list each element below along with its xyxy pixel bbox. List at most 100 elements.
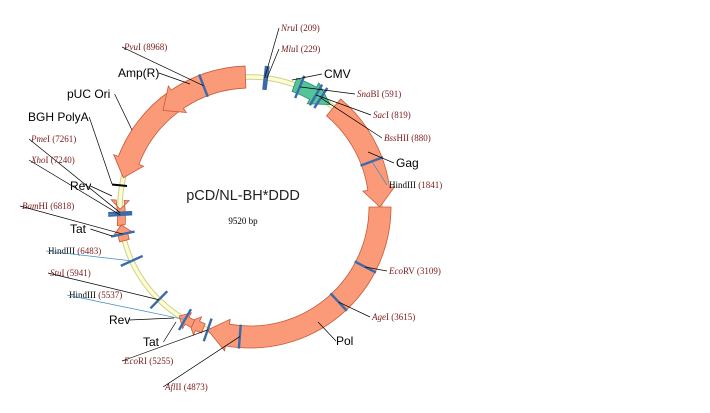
saci-label: SacI (819) [373, 110, 411, 120]
hindiii-1841-leader [371, 161, 388, 186]
snabi-leader [299, 86, 356, 95]
agei-label: AgeI (3615) [371, 312, 415, 322]
puc-leader [114, 93, 133, 131]
bamhi-label: BamHI (6818) [22, 201, 74, 211]
agei-leader [338, 301, 371, 318]
bsshii-enzyme-prefix: Bss [384, 133, 397, 143]
plasmid-size: 9520 bp [228, 216, 258, 226]
ecori-enzyme-prefix: Eco [123, 356, 138, 366]
puc-label: pUC Ori [67, 87, 110, 101]
mlui-enzyme-suffix: I [296, 44, 301, 54]
xhoi-leader [28, 159, 121, 216]
puc-arrow[interactable] [112, 90, 183, 179]
saci-position: (819) [391, 110, 411, 120]
bsshii-enzyme-suffix: HII [397, 133, 412, 143]
nrui-leader [264, 27, 280, 78]
ampr-label: Amp(R) [118, 66, 159, 80]
ecorv-enzyme-suffix: RV [403, 266, 417, 276]
rev-lower-label: Rev [109, 313, 130, 327]
pvui-label: PvuI (8968) [123, 42, 167, 52]
hindiii-6483-position: (6483) [77, 246, 101, 256]
pmei-label: PmeI (7261) [30, 134, 76, 144]
mlui-label: MluI (229) [280, 44, 320, 54]
agei-position: (3615) [391, 312, 415, 322]
ecori-leader [121, 329, 208, 362]
hindiii-5537-leader [66, 294, 186, 320]
cmv-leader [291, 73, 323, 81]
nrui-label: NruI (209) [280, 23, 320, 33]
nrui-enzyme-suffix: I [295, 23, 300, 33]
nrui-position: (209) [300, 23, 320, 33]
cmv-label: CMV [324, 67, 351, 81]
xhoi-position: (7240) [51, 155, 75, 165]
bgh-label: BGH PolyA [28, 110, 89, 124]
snabi-enzyme-suffix: BI [371, 89, 382, 99]
bamhi-position: (6818) [50, 201, 74, 211]
ecori-label: EcoRI (5255) [123, 356, 173, 366]
stui-position: (5941) [67, 268, 91, 278]
pmei-tick [108, 210, 133, 215]
gag-leader [367, 151, 395, 164]
stui-label: StuI (5941) [50, 268, 91, 278]
pol-arrow[interactable] [207, 206, 392, 352]
rev-upper-leader [90, 185, 113, 197]
ecori-position: (5255) [149, 356, 173, 366]
pmei-enzyme-suffix: I [47, 134, 52, 144]
rev-lower-leader [129, 317, 175, 321]
bsshii-leader [320, 97, 383, 139]
hindiii-6483-label: HindIII (6483) [48, 246, 101, 256]
ecorv-leader [365, 266, 388, 272]
bamhi-enzyme-prefix: Bam [22, 201, 39, 211]
pmei-leader [28, 138, 121, 213]
tat-lower-label: Tat [143, 335, 160, 349]
nrui-tick [262, 65, 268, 90]
hindiii-1841-enzyme: HindIII [389, 180, 418, 190]
mlui-leader [266, 48, 280, 79]
saci-tick [308, 84, 324, 106]
bamhi-leader [19, 205, 123, 235]
hindiii-5537-enzyme: HindIII [69, 290, 98, 300]
stui-enzyme-prefix: Stu [50, 268, 62, 278]
bgh-polya-mark[interactable] [111, 183, 128, 187]
xhoi-label: XhoI (7240) [30, 155, 75, 165]
aflii-leader [162, 336, 240, 388]
nrui-enzyme-prefix: Nru [280, 23, 296, 33]
bsshii-position: (880) [411, 133, 431, 143]
pvui-enzyme-prefix: Pvu [123, 42, 138, 52]
hindiii-5537-label: HindIII (5537) [69, 290, 122, 300]
tat-upper-leader [90, 228, 113, 237]
gag-label: Gag [396, 156, 419, 170]
agei-enzyme-prefix: Age [371, 312, 386, 322]
aflii-position: (4873) [184, 382, 208, 392]
hindiii-6483-enzyme: HindIII [48, 246, 77, 256]
snabi-enzyme-prefix: Sna [357, 89, 371, 99]
pol-leader [317, 321, 337, 342]
mlui-enzyme-prefix: Mlu [280, 44, 296, 54]
xhoi-enzyme-suffix: I [46, 155, 51, 165]
ecorv-position: (3109) [417, 266, 441, 276]
ampr-leader [158, 72, 191, 85]
stui-leader [47, 272, 159, 301]
bsshii-label: BssHII (880) [384, 133, 431, 143]
ecorv-enzyme-prefix: Eco [388, 266, 403, 276]
ecorv-label: EcoRV (3109) [388, 266, 441, 276]
plasmid-name: pCD/NL-BH*DDD [186, 188, 300, 204]
rev-upper-label: Rev [70, 179, 91, 193]
saci-enzyme-prefix: Sac [373, 110, 386, 120]
tat-lower-leader [163, 321, 177, 343]
pvui-enzyme-suffix: I [138, 42, 143, 52]
hindiii-6483-leader [45, 250, 132, 262]
snabi-label: SnaBI (591) [357, 89, 401, 99]
pvui-position: (8968) [143, 42, 167, 52]
aflii-enzyme-suffix: II [176, 382, 184, 392]
pmei-position: (7261) [52, 134, 76, 144]
stui-tick [149, 290, 169, 310]
hindiii-1841-position: (1841) [418, 180, 442, 190]
aflii-enzyme-prefix: Afl [164, 382, 176, 392]
stui-enzyme-suffix: I [62, 268, 67, 278]
saci-leader [315, 94, 372, 116]
tat-upper-label: Tat [70, 222, 87, 236]
hindiii-1841-label: HindIII (1841) [389, 180, 442, 190]
pol-label: Pol [336, 334, 353, 348]
xhoi-enzyme-prefix: Xho [30, 155, 46, 165]
